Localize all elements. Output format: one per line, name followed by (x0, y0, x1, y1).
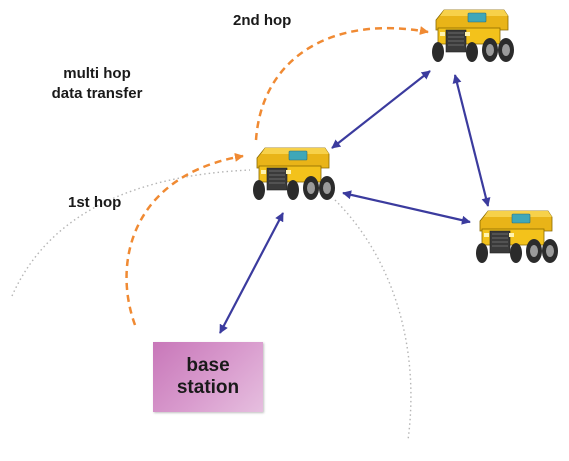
base-station-box: base station (153, 342, 263, 412)
base-station-line-1: base (186, 355, 230, 376)
range-arc-right (334, 199, 412, 441)
link-relay-to-right-truck (342, 190, 471, 225)
first-hop-arrow (125, 152, 244, 326)
link-base-to-relay (219, 212, 284, 334)
base-station-line-2: station (176, 377, 240, 398)
link-relay-to-top-truck (331, 70, 431, 149)
link-top-truck-to-right-truck (452, 74, 491, 207)
title-line-1: multi hop (63, 65, 131, 82)
title-line-2: data transfer (51, 85, 143, 102)
diagram-title: multi hop data transfer (32, 64, 162, 104)
mining-truck-icon (431, 9, 515, 63)
range-arc-left (11, 169, 251, 297)
mining-truck-icon (475, 210, 559, 264)
first-hop-label: 1st hop (68, 194, 122, 211)
second-hop-arrow (254, 26, 429, 141)
second-hop-label: 2nd hop (233, 12, 292, 29)
mining-truck-icon (252, 147, 336, 201)
